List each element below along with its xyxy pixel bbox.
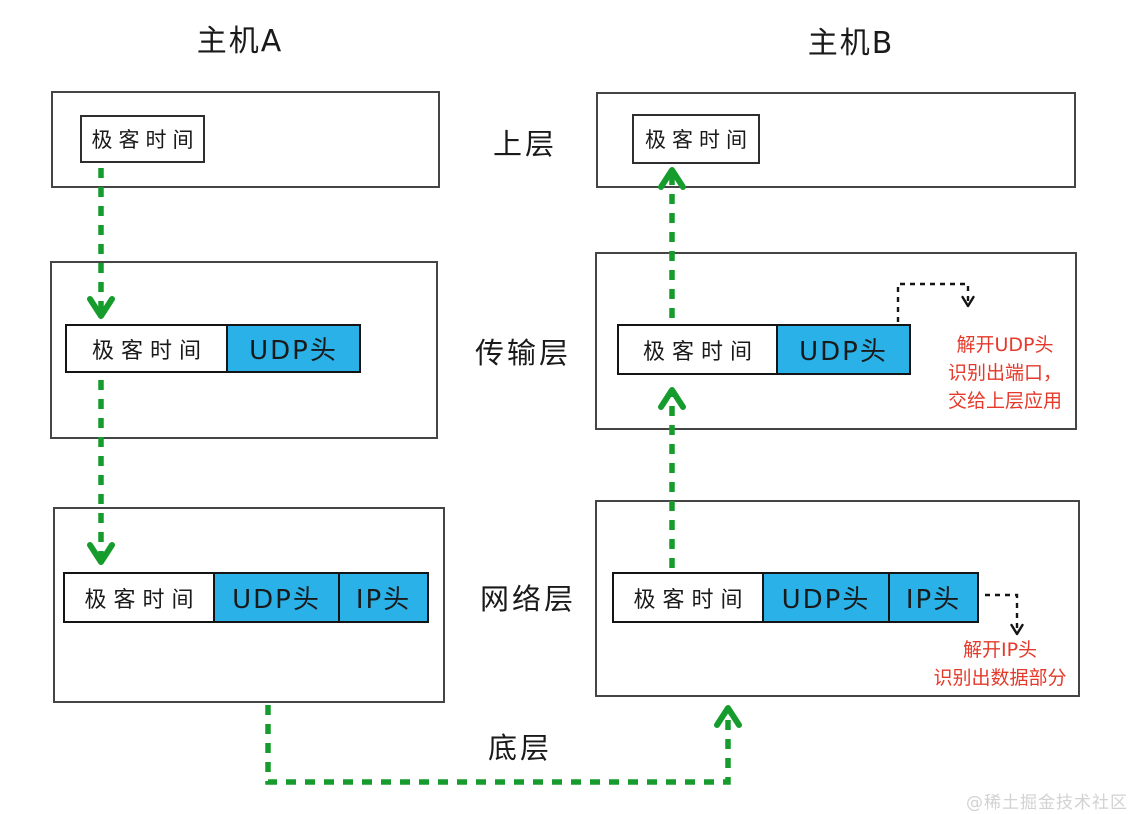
udp-unpack-note-line: 解开UDP头 [956,334,1054,356]
payload-label: 极客时间 [84,587,201,613]
host-a-title: 主机A [196,24,284,59]
host-a-transport-packet-bar: 极客时间 UDP头 [65,324,361,373]
payload-label: 极客时间 [91,128,200,152]
udp-header-segment: UDP头 [226,324,361,373]
udp-unpack-note: 解开UDP头 识别出端口， 交给上层应用 [935,331,1075,415]
host-a-payload-box: 极客时间 [80,115,205,163]
ip-header-label: IP头 [905,585,962,615]
payload-label: 极客时间 [645,128,753,152]
ip-unpack-note: 解开IP头 识别出数据部分 [925,636,1075,692]
udp-header-label: UDP头 [232,585,321,615]
layer-label-upper: 上层 [492,127,558,161]
ip-header-segment: IP头 [338,572,429,623]
watermark: @稀土掘金技术社区 [966,793,1128,813]
payload-segment: 极客时间 [617,324,778,375]
host-b-title: 主机B [807,26,895,61]
udp-header-segment: UDP头 [213,572,340,623]
ip-header-segment: IP头 [888,572,979,623]
udp-unpack-note-line: 识别出端口， [947,362,1062,384]
payload-label: 极客时间 [642,339,759,365]
layer-label-transport: 传输层 [474,336,572,370]
payload-segment: 极客时间 [63,572,215,623]
udp-header-label: UDP头 [249,336,338,366]
payload-segment: 极客时间 [612,572,764,623]
udp-header-segment: UDP头 [776,324,911,375]
layer-label-network: 网络层 [479,582,577,616]
payload-label: 极客时间 [91,338,208,364]
layer-label-bottom: 底层 [487,731,553,765]
payload-segment: 极客时间 [65,324,228,373]
ip-header-label: IP头 [355,585,412,615]
host-a-network-packet-bar: 极客时间 UDP头 IP头 [63,572,429,623]
udp-unpack-note-line: 交给上层应用 [947,390,1062,412]
udp-header-label: UDP头 [799,337,888,367]
udp-header-segment: UDP头 [762,572,890,623]
payload-label: 极客时间 [633,587,750,613]
host-b-payload-box: 极客时间 [632,114,760,164]
host-b-network-packet-bar: 极客时间 UDP头 IP头 [612,572,979,623]
host-b-transport-packet-bar: 极客时间 UDP头 [617,324,911,375]
ip-unpack-note-line: 解开IP头 [962,639,1038,661]
udp-header-label: UDP头 [781,585,871,615]
ip-unpack-note-line: 识别出数据部分 [933,667,1067,689]
